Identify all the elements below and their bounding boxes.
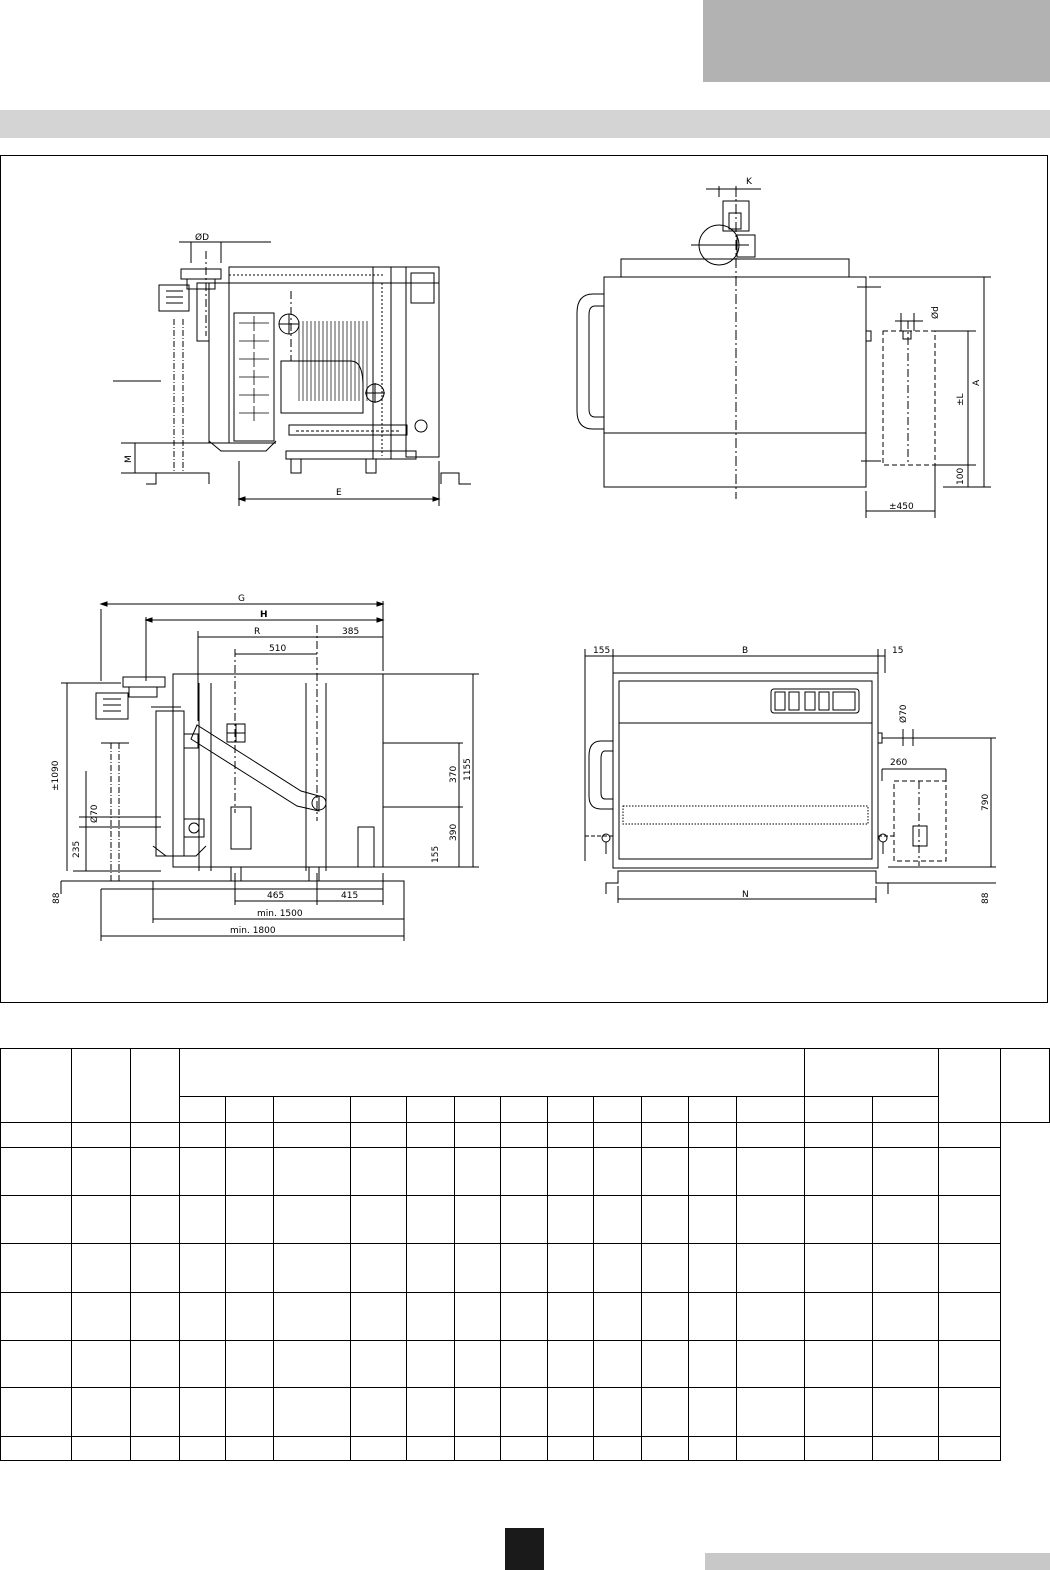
table-row [0, 1243, 1050, 1293]
dim-k: K [746, 177, 753, 187]
dim-155-front: 155 [593, 646, 610, 656]
dim-min-1500: min. 1500 [257, 909, 303, 919]
boiler-sections [239, 316, 269, 421]
dim-diameter-d: ØD [195, 232, 209, 243]
table-header-row [0, 1048, 1050, 1123]
dim-a: A [972, 379, 982, 386]
dim-min-1800: min. 1800 [230, 926, 276, 936]
table-cell [71, 1048, 131, 1123]
table-cell [130, 1048, 180, 1123]
header-gray-block [703, 0, 1050, 82]
dim-e: E [336, 488, 342, 498]
dim-235: 235 [72, 841, 82, 858]
dim-15: 15 [892, 646, 903, 656]
dim-small-d: Ød [930, 306, 941, 319]
dim-1090: ±1090 [51, 760, 61, 791]
rear-view [576, 186, 991, 518]
table-row [0, 1292, 1050, 1341]
dim-370: 370 [449, 766, 459, 783]
dim-385: 385 [342, 627, 359, 637]
dim-155-plan: 155 [431, 846, 441, 863]
dim-88-plan: 88 [52, 892, 62, 904]
page-number-block [505, 1528, 544, 1570]
section-title-bar [0, 110, 1050, 138]
table-row [0, 1436, 1050, 1461]
specifications-table [0, 1048, 1050, 1461]
table-cell [0, 1048, 72, 1123]
dim-100: 100 [956, 468, 966, 485]
table-row [0, 1387, 1050, 1437]
footer-gray-bar [705, 1553, 1050, 1570]
dim-g: G [238, 594, 245, 604]
dim-88-front: 88 [981, 892, 991, 904]
dim-415: 415 [341, 891, 358, 901]
side-section-view [113, 241, 471, 506]
dim-m: M [124, 455, 134, 463]
table-cell [178, 1048, 806, 1097]
front-view [584, 649, 996, 903]
dim-465: 465 [267, 891, 284, 901]
dim-d70-front: Ø70 [898, 704, 909, 723]
technical-drawing-frame: ØD M E K Ød A ±L 100 ±450 G H R 385 510 … [0, 155, 1048, 1003]
dim-r: R [254, 627, 260, 637]
dim-790: 790 [981, 794, 991, 811]
table-cell [1000, 1048, 1050, 1123]
dim-260: 260 [890, 758, 907, 768]
dim-b: B [742, 646, 748, 656]
dim-1155: 1155 [463, 758, 473, 781]
dim-390: 390 [449, 824, 459, 841]
table-cell [804, 1048, 940, 1097]
dim-450: ±450 [889, 502, 914, 512]
table-row [0, 1195, 1050, 1244]
dim-510: 510 [269, 644, 286, 654]
table-row [0, 1147, 1050, 1196]
dim-n: N [742, 890, 749, 900]
dim-d70-plan: Ø70 [89, 804, 100, 823]
plan-view [60, 601, 479, 941]
table-row [0, 1340, 1050, 1388]
table-cell [938, 1048, 1002, 1123]
table-header-row [1, 1096, 1050, 1123]
table-row [0, 1122, 1050, 1148]
technical-drawing: ØD M E K Ød A ±L 100 ±450 G H R 385 510 … [51, 177, 996, 941]
dim-l: ±L [956, 393, 966, 406]
dim-h: H [260, 610, 268, 620]
